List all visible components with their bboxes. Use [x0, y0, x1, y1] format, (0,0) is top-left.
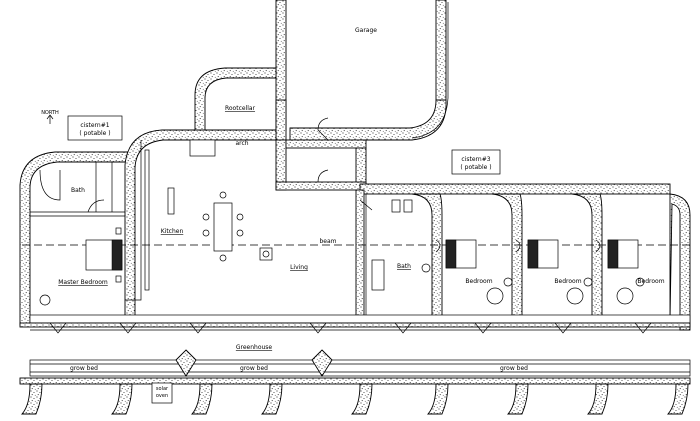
label-greenhouse: Greenhouse: [236, 344, 273, 351]
label-bedroom-3: Bedroom: [637, 278, 664, 285]
cistern-3-label: cistern#3: [461, 156, 490, 163]
north-arrow-icon: NORTH: [41, 110, 59, 124]
label-bath-left: Bath: [71, 187, 85, 194]
label-grow-bed-2: grow bed: [240, 365, 268, 372]
cistern-1-label: cistern#1: [80, 122, 109, 129]
north-label: NORTH: [41, 110, 59, 116]
label-bedroom-1: Bedroom: [465, 278, 492, 285]
label-bath-right: Bath: [397, 263, 411, 270]
label-master-bedroom: Master Bedroom: [58, 279, 108, 286]
label-kitchen: Kitchen: [161, 228, 184, 235]
label-solar: solar: [156, 386, 169, 392]
furniture: [39, 187, 645, 306]
label-garage: Garage: [355, 27, 377, 34]
label-living: Living: [290, 264, 308, 271]
cistern-3-sublabel: ( potable ): [460, 164, 491, 171]
interior-lines: [30, 139, 367, 320]
rootcellar-walls: [194, 67, 287, 141]
cistern-1-sublabel: ( potable ): [79, 130, 110, 137]
label-grow-bed-3: grow bed: [500, 365, 528, 372]
label-beam: beam: [319, 238, 336, 245]
label-bedroom-2: Bedroom: [554, 278, 581, 285]
garage-walls: [275, 0, 449, 141]
label-arch: arch: [235, 140, 248, 147]
label-rootcellar: Rootcellar: [225, 105, 256, 112]
cistern-1: cistern#1 ( potable ): [67, 115, 123, 141]
label-grow-bed-1: grow bed: [70, 365, 98, 372]
greenhouse: [19, 314, 691, 415]
house-north-wall: [19, 129, 691, 331]
label-oven: oven: [156, 393, 168, 399]
cistern-3: cistern#3 ( potable ): [451, 149, 501, 175]
door-swings: [87, 117, 601, 253]
